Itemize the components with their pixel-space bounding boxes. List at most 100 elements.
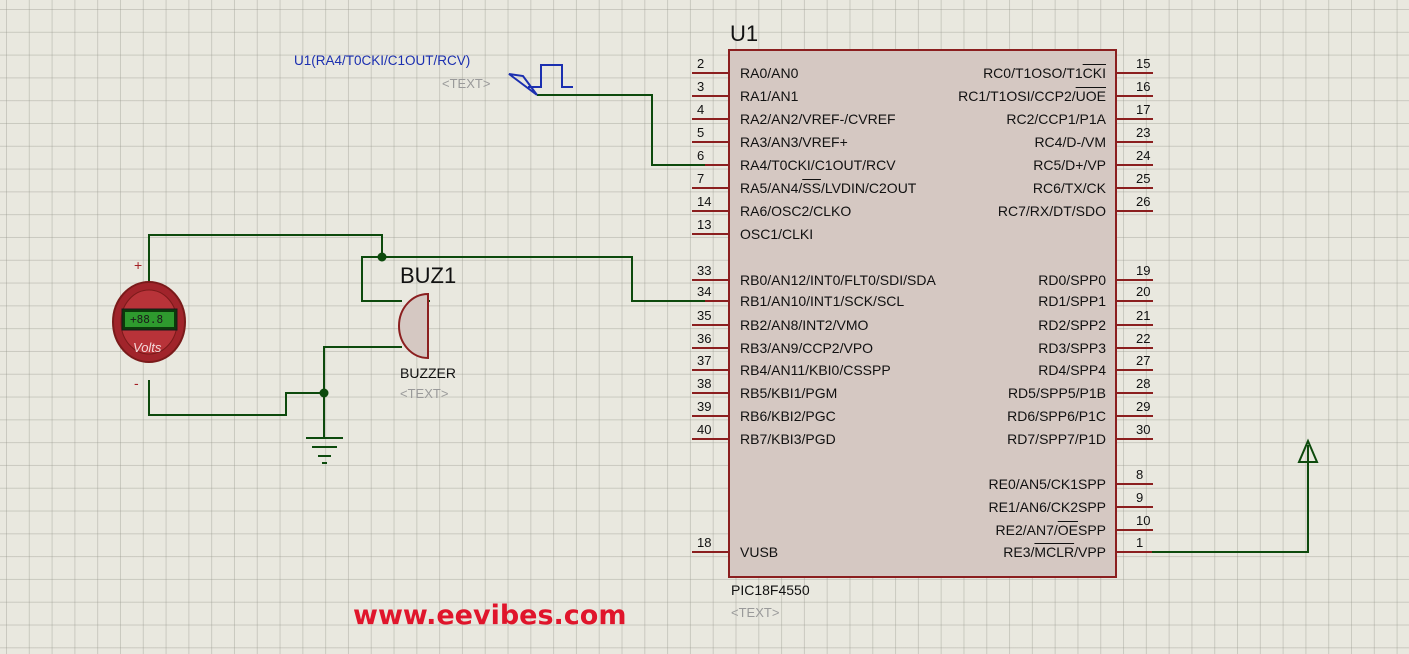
pin-name: RB7/KBI3/PGD: [740, 431, 836, 447]
pin-number: 4: [697, 102, 705, 117]
pin-name: RA2/AN2/VREF-/CVREF: [740, 111, 896, 127]
pin-name: RA4/T0CKI/C1OUT/RCV: [740, 157, 896, 173]
mcu-pin-lines: [692, 72, 1153, 553]
pin-name: RD3/SPP3: [1038, 340, 1106, 356]
pin-number: 7: [697, 171, 705, 186]
pin-number: 24: [1136, 148, 1151, 163]
wire-meter-minus: [148, 380, 325, 438]
pin-name: RB2/AN8/INT2/VMO: [740, 317, 869, 333]
pin-name: RC1/T1OSI/CCP2/UOE: [958, 88, 1106, 104]
pin-number: 17: [1136, 102, 1151, 117]
pin-name: RC0/T1OSO/T1CKI: [983, 65, 1106, 81]
mcu-ref: U1: [730, 21, 759, 46]
voltmeter-unit: Volts: [133, 340, 162, 355]
pin-name: RB6/KBI2/PGC: [740, 408, 836, 424]
voltmeter[interactable]: [112, 281, 186, 363]
wire-buzzer-top: [361, 256, 402, 302]
pin-name: RC2/CCP1/P1A: [1006, 111, 1106, 127]
pin-number: 28: [1136, 376, 1151, 391]
buzzer-text: <TEXT>: [400, 386, 449, 401]
wire-meter-plus: [148, 234, 383, 283]
pin-number: 26: [1136, 194, 1151, 209]
pin-number: 15: [1136, 56, 1151, 71]
pin-name: RD4/SPP4: [1038, 362, 1106, 378]
pin-name: RA0/AN0: [740, 65, 799, 81]
mcu-body[interactable]: [728, 49, 1117, 578]
buzzer-symbol[interactable]: [398, 292, 430, 360]
pin-number: 23: [1136, 125, 1151, 140]
wires: [148, 94, 1309, 553]
pin-number: 29: [1136, 399, 1151, 414]
mcu-part: PIC18F4550: [731, 582, 810, 598]
buzzer-type: BUZZER: [400, 365, 456, 381]
generator-probe-icon[interactable]: [508, 64, 573, 96]
mcu-text: <TEXT>: [731, 605, 780, 620]
pin-number: 10: [1136, 513, 1151, 528]
pin-name: RD2/SPP2: [1038, 317, 1106, 333]
pin-number: 19: [1136, 263, 1151, 278]
pin-number: 35: [697, 308, 712, 323]
pin-name: VUSB: [740, 544, 779, 560]
pin-name: RB4/AN11/KBI0/CSSPP: [740, 362, 891, 378]
pin-number: 39: [697, 399, 712, 414]
pin-name: RD1/SPP1: [1038, 293, 1106, 309]
wire-mclr: [1152, 462, 1309, 553]
pin-name: RB1/AN10/INT1/SCK/SCL: [740, 293, 905, 309]
pin-number: 14: [697, 194, 712, 209]
pin-number: 22: [1136, 331, 1151, 346]
pin-name: RB3/AN9/CCP2/VPO: [740, 340, 874, 356]
pin-name: RD6/SPP6/P1C: [1007, 408, 1106, 424]
voltmeter-reading: +88.8: [130, 313, 164, 326]
pin-number: 21: [1136, 308, 1151, 323]
wire-generator-ra4: [537, 94, 705, 166]
pin-number: 36: [697, 331, 712, 346]
pin-name: RD5/SPP5/P1B: [1007, 385, 1106, 401]
pin-name: RD0/SPP0: [1038, 272, 1106, 288]
pin-name: RB0/AN12/INT0/FLT0/SDI/SDA: [740, 272, 936, 288]
pin-number: 13: [697, 217, 712, 232]
watermark: www.eevibes.com: [353, 600, 627, 631]
pin-name: RE1/AN6/CK2SPP: [988, 499, 1107, 515]
ground-icon[interactable]: [306, 437, 343, 464]
pin-number: 27: [1136, 353, 1151, 368]
pin-number: 33: [697, 263, 712, 278]
pin-number: 8: [1136, 467, 1144, 482]
junction-dot: [319, 388, 329, 398]
generator-text: <TEXT>: [442, 76, 491, 91]
pin-number: 2: [697, 56, 705, 71]
pin-name: RA5/AN4/SS/LVDIN/C2OUT: [740, 180, 917, 196]
pin-number: 6: [697, 148, 705, 163]
pin-name: RA3/AN3/VREF+: [740, 134, 848, 150]
pin-number: 30: [1136, 422, 1151, 437]
junction-dot: [377, 252, 387, 262]
pin-name: RD7/SPP7/P1D: [1007, 431, 1106, 447]
pin-number: 18: [697, 535, 712, 550]
voltmeter-plus: +: [134, 257, 143, 273]
pin-number: 1: [1136, 535, 1144, 550]
pin-name: RC4/D-/VM: [1034, 134, 1106, 150]
wire-rb1-net: [382, 256, 705, 302]
pin-name: RC7/RX/DT/SDO: [997, 203, 1106, 219]
pin-name: RC5/D+/VP: [1033, 157, 1106, 173]
pin-number: 40: [697, 422, 712, 437]
buzzer-ref: BUZ1: [400, 263, 457, 288]
pin-name: RB5/KBI1/PGM: [740, 385, 838, 401]
pin-name: RC6/TX/CK: [1032, 180, 1106, 196]
pin-number: 25: [1136, 171, 1151, 186]
voltmeter-minus: -: [134, 375, 139, 391]
pin-name: RA6/OSC2/CLKO: [740, 203, 852, 219]
pin-name: OSC1/CLKI: [740, 226, 814, 242]
pin-number: 37: [697, 353, 712, 368]
pin-number: 38: [697, 376, 712, 391]
pin-name: RA1/AN1: [740, 88, 799, 104]
pin-name: RE0/AN5/CK1SPP: [988, 476, 1107, 492]
terminal-arrow-icon[interactable]: [1297, 438, 1319, 463]
pin-number: 9: [1136, 490, 1144, 505]
pin-number: 16: [1136, 79, 1151, 94]
pin-name: RE2/AN7/OESPP: [995, 522, 1107, 538]
generator-label: U1(RA4/T0CKI/C1OUT/RCV): [294, 53, 471, 68]
wire-buzzer-bottom: [323, 346, 402, 393]
pin-number: 20: [1136, 284, 1151, 299]
pin-name: RE3/MCLR/VPP: [1003, 544, 1106, 560]
